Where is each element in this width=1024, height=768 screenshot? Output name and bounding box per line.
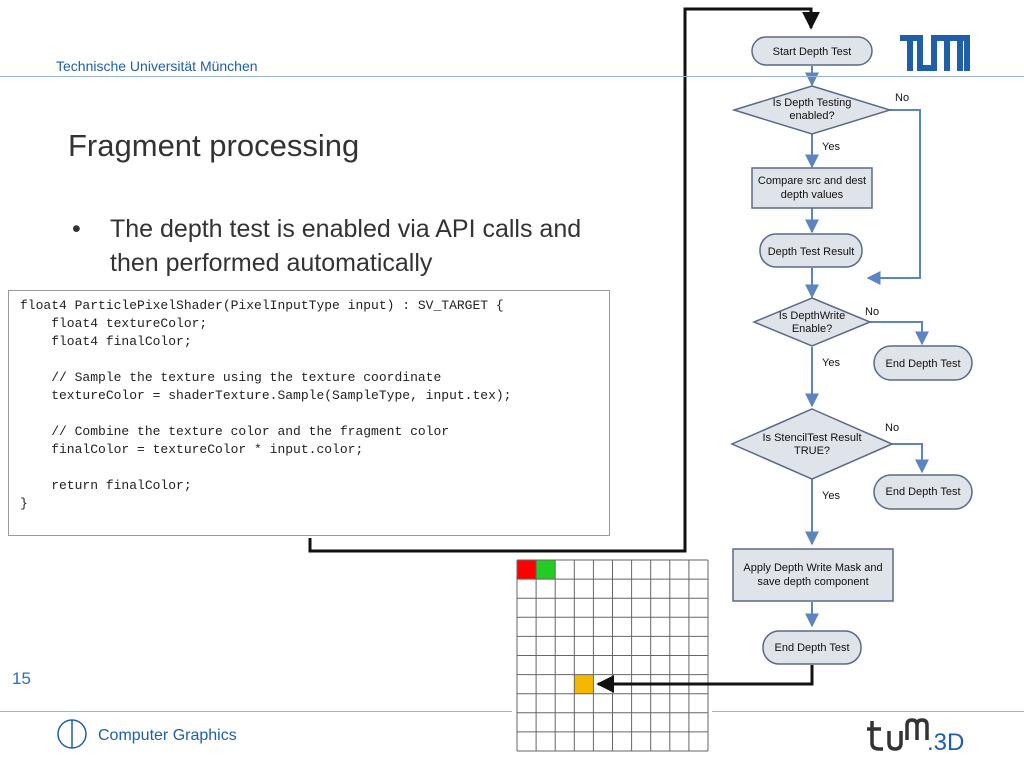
pixel-grid xyxy=(516,559,709,752)
svg-text:Start Depth Test: Start Depth Test xyxy=(773,46,852,58)
no-label-1: No xyxy=(895,92,909,104)
end-depth-test-node-3 xyxy=(762,630,862,665)
depth-testing-enabled-decision xyxy=(731,85,893,135)
code-listing: float4 ParticlePixelShader(PixelInputTyp… xyxy=(8,290,610,536)
svg-text:Is DepthWrite: Is DepthWrite xyxy=(779,310,845,322)
svg-text:Enable?: Enable? xyxy=(792,323,832,335)
footer-divider-left xyxy=(0,711,512,712)
header-divider xyxy=(0,76,1024,77)
svg-text:save depth component: save depth component xyxy=(757,576,868,588)
svg-text:enabled?: enabled? xyxy=(789,110,834,122)
flowchart: Start Depth Test Is Depth Testing enable… xyxy=(730,36,973,665)
bullet-dot: • xyxy=(72,215,81,243)
stenciltest-decision xyxy=(730,408,894,480)
apply-depth-write-node xyxy=(732,548,894,602)
svg-text:End Depth Test: End Depth Test xyxy=(774,642,849,654)
yes-label-1: Yes xyxy=(822,141,840,153)
svg-text:depth values: depth values xyxy=(781,189,844,201)
course-name: Computer Graphics xyxy=(98,727,237,744)
tum-logo-icon xyxy=(900,35,970,71)
highlighted-pixel xyxy=(574,674,594,694)
yes-label-3: Yes xyxy=(822,490,840,502)
slide-number: 15 xyxy=(12,669,31,688)
flowchart-arrows xyxy=(805,66,929,628)
svg-text:.3D: .3D xyxy=(927,729,964,756)
highlighted-pixel xyxy=(536,560,556,580)
svg-text:Compare src and dest: Compare src and dest xyxy=(758,175,866,187)
yes-label-2: Yes xyxy=(822,357,840,369)
course-logo-icon xyxy=(57,719,87,749)
highlighted-pixel xyxy=(517,560,537,580)
result-to-pixel-connector xyxy=(596,665,814,693)
svg-text:TRUE?: TRUE? xyxy=(794,445,830,457)
svg-text:Is Depth Testing: Is Depth Testing xyxy=(773,97,852,109)
bullet-text: The depth test is enabled via API calls … xyxy=(110,215,582,277)
code-to-flowchart-connector xyxy=(308,7,820,553)
start-depth-test-node xyxy=(751,36,873,66)
svg-text:End Depth Test: End Depth Test xyxy=(885,486,960,498)
depthwrite-enable-decision xyxy=(752,297,872,347)
tum3d-logo-icon: .3D xyxy=(867,718,964,756)
footer-divider-right xyxy=(712,711,1024,712)
svg-text:Depth Test Result: Depth Test Result xyxy=(768,246,855,258)
svg-text:Is StencilTest Result: Is StencilTest Result xyxy=(762,432,861,444)
svg-text:Apply Depth Write Mask and: Apply Depth Write Mask and xyxy=(743,562,882,574)
end-depth-test-node-1 xyxy=(873,345,973,381)
end-depth-test-node-2 xyxy=(873,474,973,510)
code-text: float4 ParticlePixelShader(PixelInputTyp… xyxy=(20,298,512,511)
depth-test-result-node xyxy=(759,233,863,268)
no-label-2: No xyxy=(865,306,879,318)
compare-depth-node xyxy=(751,167,873,209)
no-label-3: No xyxy=(885,422,899,434)
svg-text:End Depth Test: End Depth Test xyxy=(885,358,960,370)
university-name: Technische Universität München xyxy=(56,58,258,74)
slide-title: Fragment processing xyxy=(68,128,360,163)
